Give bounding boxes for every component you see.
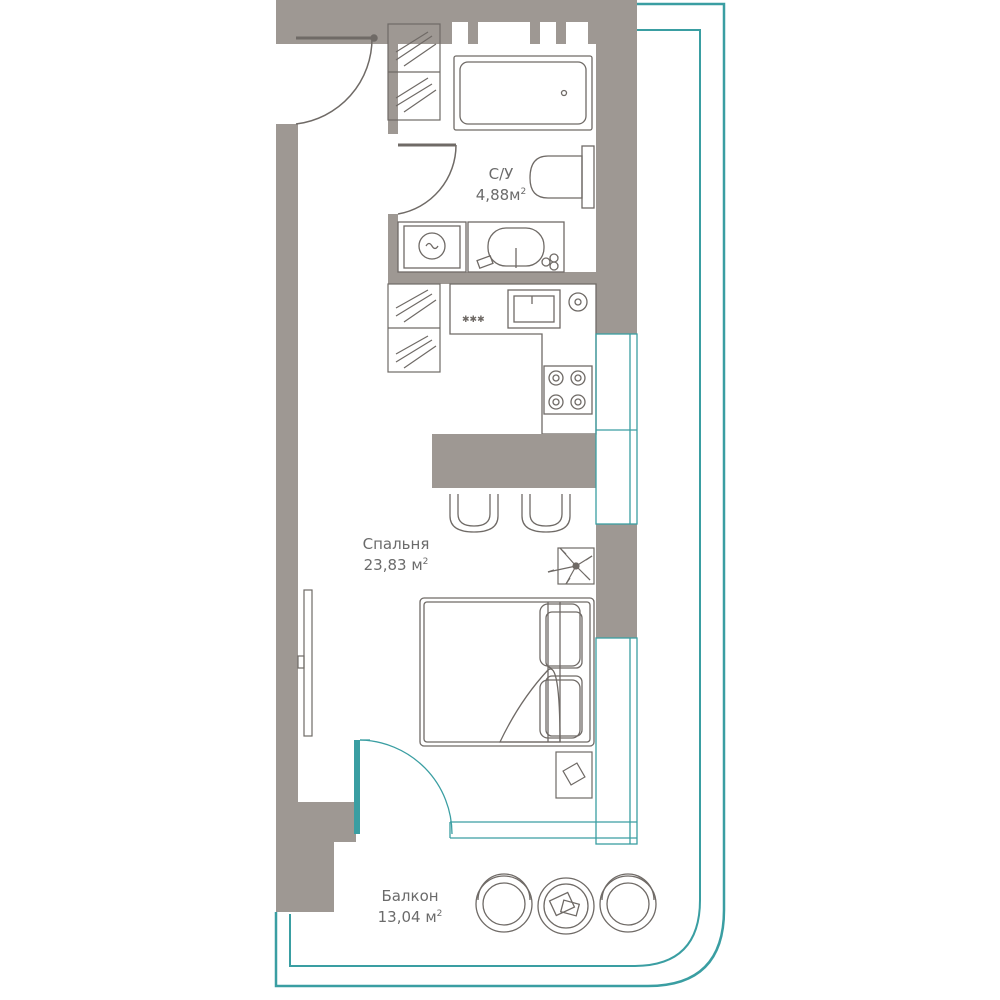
balcony-door [354, 739, 453, 835]
bar-table [432, 434, 596, 488]
bed [419, 597, 595, 747]
wardrobe-top [387, 23, 441, 121]
wall-bath-bottom [388, 272, 596, 284]
washing-machine [397, 221, 467, 273]
kitchen-counter [449, 283, 597, 435]
balcony-name: Балкон [381, 887, 439, 905]
bathtub [453, 55, 593, 131]
bedroom-name: Спальня [362, 535, 430, 553]
wardrobe-lower [387, 283, 441, 373]
bar-stools [449, 494, 571, 533]
balcony-chair-left [475, 873, 533, 933]
balcony-chair-right [599, 873, 657, 933]
wall-bath-inner [388, 44, 398, 134]
wall-left [276, 124, 298, 842]
wall-right-upper [596, 0, 637, 334]
svg-text:✱✱✱: ✱✱✱ [462, 315, 485, 325]
dishwasher-marks: ✱✱✱ [462, 315, 485, 325]
balcony-area: 13,04 м2 [377, 908, 443, 926]
bedroom-label: Спальня 23,83 м2 [330, 534, 462, 576]
top-wall-openings [452, 22, 588, 44]
plant [547, 547, 595, 585]
bathroom-sink [467, 221, 565, 273]
toilet [529, 145, 595, 209]
wall-balcony-left [276, 842, 334, 912]
wall-bottom-left [276, 802, 356, 842]
balcony-railing [274, 2, 726, 988]
bedroom-area: 23,83 м2 [363, 556, 429, 574]
bathroom-area: 4,88м2 [475, 186, 527, 204]
nightstand [555, 751, 593, 799]
entrance-door [295, 34, 378, 125]
bathroom-door [397, 143, 457, 215]
balcony-table [537, 877, 595, 935]
tv [297, 589, 313, 737]
windows-right [449, 333, 638, 845]
bathroom-name: С/У [488, 165, 514, 183]
balcony-label: Балкон 13,04 м2 [350, 886, 470, 928]
wall-top-left [276, 0, 296, 32]
wall-bath-inner-2 [388, 214, 398, 284]
cooktop [543, 365, 593, 415]
wall-right-pier [596, 524, 637, 638]
bathroom-label: С/У 4,88м2 [446, 164, 556, 206]
